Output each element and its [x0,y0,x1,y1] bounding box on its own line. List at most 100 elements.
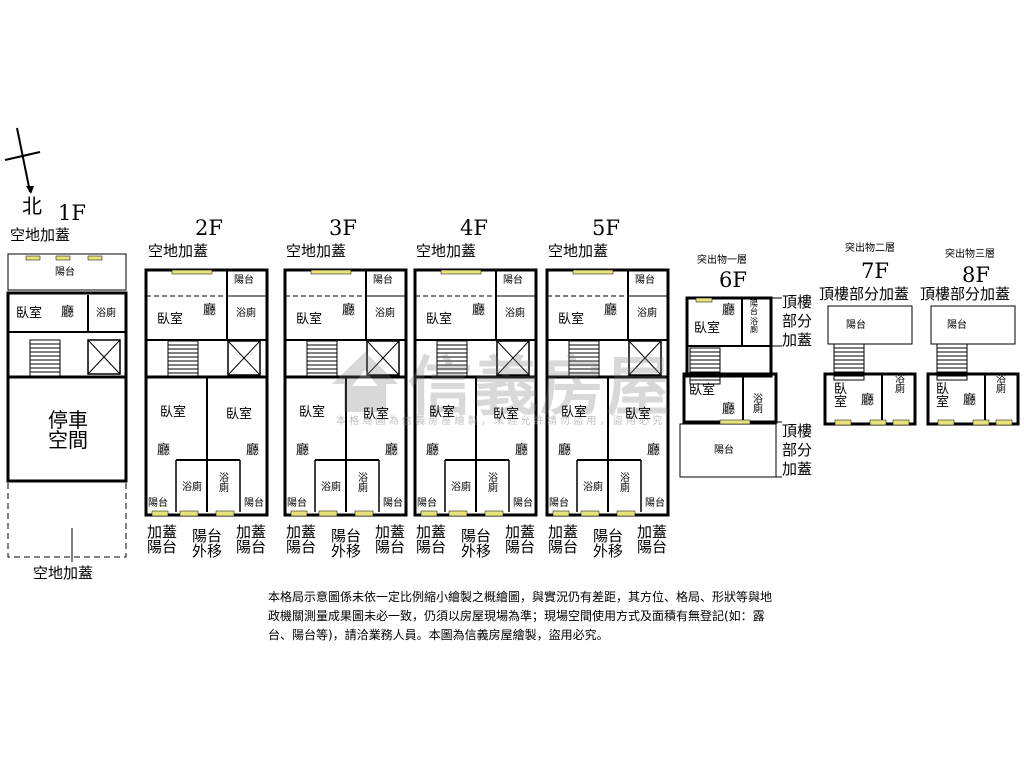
floor-5f-bottom-right: 加蓋陽台 [637,523,668,556]
floor-1f-addition: 空地加蓋 [10,226,71,244]
floor-2f-name: 2F [195,216,223,240]
floor-6f-bedroom-top: 臥室 [694,321,721,336]
floor-2f-bath-right: 浴廁 [219,473,229,494]
floor-5f-addition: 空地加蓋 [548,242,609,260]
floor-3f-hall-left: 廳 [296,443,310,458]
floor-4f-bottom-mid: 陽台外移 [461,527,492,560]
floor-6f-hall-top: 廳 [722,303,736,318]
floor-6f-name: 6F [719,268,747,292]
floor-5f-hall-right: 廳 [647,443,661,458]
watermark-subtext: 本 格 局 圖 為 信 義 房 屋 繪 製 ， 未 經 允 許 請 勿 盜 用 … [336,416,663,427]
floor-3f-balcony-right: 陽台 [383,498,403,509]
floor-7f-bedroom: 臥室 [834,382,848,410]
floor-7f-bath: 浴廁 [895,374,905,395]
floor-5f-bottom-left: 加蓋陽台 [548,523,579,556]
floor-1f-addition-bottom: 空地加蓋 [33,564,94,582]
floor-7f-hall: 廳 [861,393,875,408]
floor-3f-bottom-left: 加蓋陽台 [286,523,317,556]
floor-4f-balcony: 陽台 [503,275,523,286]
floor-4f-bath-right: 浴廁 [488,473,498,494]
floor-1f-bath: 浴廁 [96,308,116,319]
floor-5f-name: 5F [592,216,620,240]
floor-5f-bedroom: 臥室 [558,312,585,327]
floor-2f-balcony: 陽台 [234,275,254,286]
floor-2f-bath-left: 浴廁 [182,482,202,493]
floor-2f-balcony-right: 陽台 [244,498,264,509]
floor-8f-bath: 浴廁 [996,374,1006,395]
floor-3f-name: 3F [329,216,357,240]
floor-6f-roof-top: 頂樓部分加蓋 [782,293,813,349]
floor-8f-roof: 頂樓部分加蓋 [920,285,1011,303]
floor-5f-bedroom-left: 臥室 [561,405,588,420]
floor-5f-hall: 廳 [604,303,618,318]
floor-3f-bedroom: 臥室 [296,312,323,327]
floor-2f-bedroom-right: 臥室 [226,407,253,422]
floor-4f-bottom-right: 加蓋陽台 [505,523,536,556]
floor-3f-outline [283,268,408,517]
roof-addition-brackets [772,297,782,478]
floor-3f-bedroom-left: 臥室 [299,405,326,420]
floor-8f-outline [926,305,1020,426]
floor-5f-bottom-mid: 陽台外移 [593,527,624,560]
floor-2f-hall-right: 廳 [246,443,260,458]
floor-6f-bath-top: 浴廁 [750,317,758,334]
floor-6f-balcony-bottom: 陽台 [714,445,734,456]
floor-6f-caption: 突出物一層 [697,255,747,266]
disclaimer-text: 本格局示意圖係未依一定比例縮小繪製之概繪圖，與實況仍有差距，其方位、格局、形狀等… [268,590,773,642]
floor-7f-roof: 頂樓部分加蓋 [819,285,910,303]
floor-8f-bedroom: 臥室 [936,382,950,410]
floor-5f-outline [545,268,670,517]
floor-4f-bedroom-left: 臥室 [429,405,456,420]
house-logo-icon [332,352,398,412]
floor-3f-bath: 浴廁 [375,308,395,319]
floor-1f-parking: 停車空間 [48,408,88,452]
floor-3f-bottom-mid: 陽台外移 [331,527,362,560]
floor-5f-balcony-right: 陽台 [645,498,665,509]
floor-2f-bottom-right: 加蓋陽台 [236,523,267,556]
floor-4f-hall: 廳 [472,303,486,318]
floor-2f-balcony-left: 陽台 [148,498,168,509]
floor-4f-hall-left: 廳 [426,443,440,458]
floor-6f-hall: 廳 [722,402,736,417]
floor-2f-bedroom: 臥室 [157,312,184,327]
floor-4f-bath-left: 浴廁 [451,482,471,493]
floor-5f-bath: 浴廁 [637,308,657,319]
floor-3f-balcony-left: 陽台 [287,498,307,509]
floor-3f-addition: 空地加蓋 [286,242,347,260]
floor-3f-bath-right: 浴廁 [358,473,368,494]
floor-7f-balcony: 陽台 [846,320,866,331]
floor-1f-name: 1F [58,201,86,225]
floor-6f-outline [679,296,778,478]
floor-4f-hall-right: 廳 [515,443,529,458]
floor-7f-outline [823,305,917,426]
floor-2f-bottom-mid: 陽台外移 [192,527,223,560]
floor-5f-bath-right: 浴廁 [620,473,630,494]
floor-2f-outline [144,268,269,517]
floor-3f-balcony: 陽台 [373,275,393,286]
floor-5f-balcony-left: 陽台 [549,498,569,509]
floor-5f-balcony: 陽台 [635,275,655,286]
watermark-text: 信義房屋 [408,351,672,425]
floor-6f-balcony-small: 陽台 [750,299,758,316]
floor-7f-name: 7F [861,259,889,283]
floor-4f-bottom-left: 加蓋陽台 [416,523,447,556]
floor-6f-bedroom: 臥室 [689,383,716,398]
floor-3f-bath-left: 浴廁 [321,482,341,493]
floor-2f-bedroom-left: 臥室 [160,405,187,420]
north-label: 北 [22,194,42,218]
floor-2f-bottom-left: 加蓋陽台 [147,523,178,556]
floor-6f-bath: 浴廁 [753,394,763,415]
floor-1f-bedroom: 臥室 [16,306,43,321]
floor-2f-bath: 浴廁 [236,308,256,319]
floor-4f-bath: 浴廁 [505,308,525,319]
floor-4f-bedroom: 臥室 [426,312,453,327]
floor-8f-balcony: 陽台 [947,320,967,331]
floor-8f-hall: 廳 [963,393,977,408]
floor-8f-name: 8F [962,263,990,287]
floor-2f-hall-left: 廳 [157,443,171,458]
north-arrow-icon [4,127,41,194]
floor-4f-name: 4F [460,216,488,240]
floor-4f-addition: 空地加蓋 [416,242,477,260]
watermark-logo: 信義房屋 [330,336,672,428]
